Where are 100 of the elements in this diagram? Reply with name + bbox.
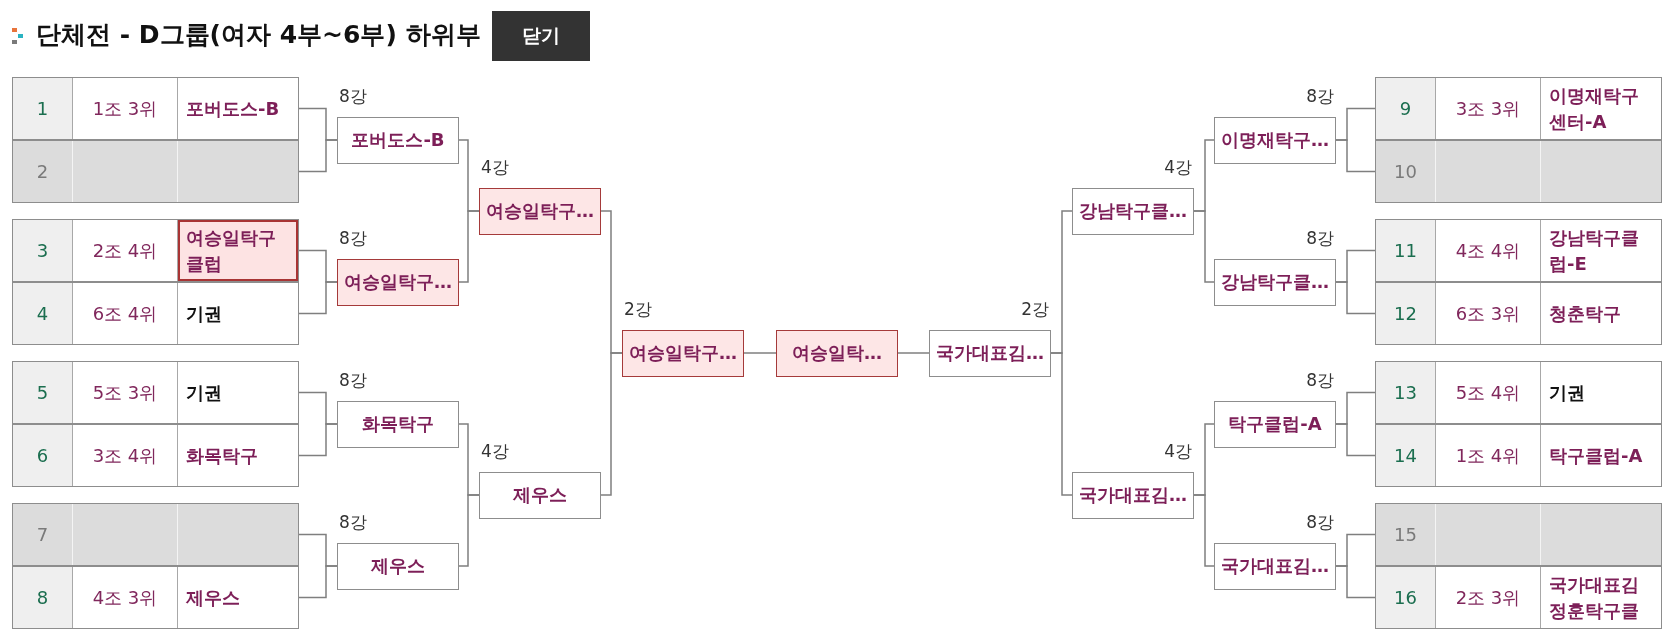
group-rank: 2조 3위 <box>1455 585 1521 610</box>
bracket-line <box>1193 494 1215 567</box>
match-box <box>337 258 459 306</box>
match-box <box>479 187 601 235</box>
team-name: 강남탁구클… <box>1079 199 1187 223</box>
entry-row <box>1375 566 1662 629</box>
team-name: 제우스 <box>371 554 425 578</box>
bracket-line <box>1335 423 1376 457</box>
group-rank: 4조 3위 <box>92 585 158 610</box>
match-box <box>622 329 744 377</box>
match-box <box>1072 187 1194 235</box>
entry-row <box>1375 361 1662 424</box>
seed-number: 5 <box>36 382 49 403</box>
group-rank: 6조 3위 <box>1455 301 1521 326</box>
entry-row <box>1375 503 1662 566</box>
team-name: 기권 <box>186 301 222 326</box>
entry-row <box>1375 282 1662 345</box>
group-rank: 5조 4위 <box>1455 380 1521 405</box>
seed-number: 4 <box>36 303 49 324</box>
seed-number: 11 <box>1394 240 1417 261</box>
team-name: 포버도스-B <box>186 96 280 121</box>
entry-row <box>12 361 299 424</box>
team-name: 제우스 <box>186 585 240 610</box>
round-label: 8강 <box>1306 511 1334 532</box>
team-name: 이명재탁구센터-A <box>1549 83 1640 134</box>
match-box <box>337 116 459 164</box>
bracket-line <box>298 139 338 173</box>
team-name: 강남탁구클… <box>1221 270 1329 294</box>
team-name: 여승일탁구… <box>629 341 737 365</box>
round-label: 8강 <box>339 85 367 106</box>
team-name: 강남탁구클럽-E <box>1549 225 1640 276</box>
bracket-line <box>1335 139 1376 173</box>
bracket-line <box>600 352 623 496</box>
team-name: 국가대표김… <box>936 341 1044 365</box>
seed-number: 3 <box>36 240 49 261</box>
round-label: 2강 <box>624 298 652 319</box>
seed-number: 10 <box>1394 161 1417 182</box>
team-name: 제우스 <box>513 483 567 507</box>
team-name: 국가대표김… <box>1221 554 1329 578</box>
round-label: 4강 <box>481 440 509 461</box>
team-name: 국가대표김… <box>1079 483 1187 507</box>
entry-row <box>12 219 299 282</box>
seed-number: 1 <box>36 98 49 119</box>
round-label: 4강 <box>1164 440 1192 461</box>
team-name: 기권 <box>1549 380 1585 405</box>
team-name: 포버도스-B <box>351 128 445 152</box>
entry-row <box>1375 77 1662 140</box>
group-rank: 5조 3위 <box>92 380 158 405</box>
entry-row <box>12 77 299 140</box>
group-rank: 3조 3위 <box>1455 96 1521 121</box>
round-label: 8강 <box>339 511 367 532</box>
team-name: 여승일탁구클럽 <box>186 225 277 276</box>
group-rank: 2조 4위 <box>92 238 158 263</box>
seed-number: 16 <box>1394 587 1417 608</box>
group-rank: 1조 4위 <box>1455 443 1521 468</box>
match-box <box>1214 400 1336 448</box>
team-name: 기권 <box>186 380 222 405</box>
close-button: 닫기 <box>492 11 590 61</box>
team-name: 국가대표김정훈탁구클 <box>1549 572 1640 623</box>
round-label: 4강 <box>481 156 509 177</box>
bracket-line <box>298 565 338 599</box>
team-name: 탁구클럽-A <box>1549 443 1643 468</box>
group-rank: 1조 3위 <box>92 96 158 121</box>
seed-number: 13 <box>1394 382 1417 403</box>
match-box <box>337 400 459 448</box>
entry-row <box>12 503 299 566</box>
entry-row <box>12 140 299 203</box>
bracket-line <box>743 352 777 354</box>
group-rank: 6조 4위 <box>92 301 158 326</box>
match-box <box>1214 258 1336 306</box>
entry-row <box>12 282 299 345</box>
team-name: 여승일탁구… <box>344 270 452 294</box>
team-name: 이명재탁구… <box>1221 128 1329 152</box>
entry-row <box>1375 140 1662 203</box>
round-label: 8강 <box>1306 227 1334 248</box>
seed-number: 14 <box>1394 445 1417 466</box>
match-box <box>776 329 898 377</box>
round-label: 8강 <box>339 227 367 248</box>
match-box <box>1072 471 1194 519</box>
group-rank: 4조 4위 <box>1455 238 1521 263</box>
team-name: 여승일탁구… <box>486 199 594 223</box>
bracket-line <box>1335 281 1376 315</box>
bracket-line <box>458 210 480 283</box>
match-box <box>1214 116 1336 164</box>
seed-number: 12 <box>1394 303 1417 324</box>
bracket-line <box>298 281 338 315</box>
match-box <box>929 329 1051 377</box>
bracket-line <box>458 494 480 567</box>
round-label: 8강 <box>1306 85 1334 106</box>
bracket-line <box>1335 565 1376 599</box>
seed-number: 8 <box>36 587 49 608</box>
entry-row <box>12 424 299 487</box>
bracket-line <box>1050 352 1073 496</box>
page-title: 단체전 - D그룹(여자 4부~6부) 하위부 <box>36 19 481 51</box>
round-label: 2강 <box>1021 298 1049 319</box>
bracket-line <box>298 423 338 457</box>
bracket-line <box>897 352 930 354</box>
team-name: 화목탁구 <box>362 412 434 436</box>
seed-number: 9 <box>1399 98 1412 119</box>
round-label: 8강 <box>339 369 367 390</box>
